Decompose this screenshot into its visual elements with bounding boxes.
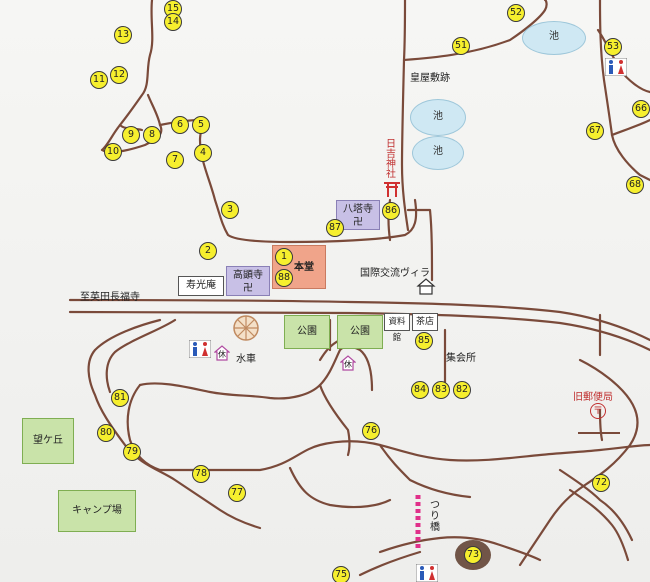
stop-7: 7 [166,151,184,169]
stop-5: 5 [192,116,210,134]
pond-2: 池 [410,99,466,136]
suspension-bridge-label: つり橋 [430,500,440,533]
stop-88: 88 [275,269,293,287]
meeting-hall-label: 集会所 [446,353,476,364]
stop-11: 11 [90,71,108,89]
stop-78: 78 [192,465,210,483]
hattaji-label: 八塔寺 [343,204,373,215]
park-2: 公園 [337,315,383,349]
rest-house-icon: 休 [214,345,230,361]
toilet-icon [189,340,211,358]
stop-73: 73 [464,546,482,564]
stop-67: 67 [586,122,604,140]
stop-52: 52 [507,4,525,22]
kouya-site-label: 皇屋敷跡 [410,73,450,84]
pond-label: 池 [433,111,443,122]
stop-82: 82 [453,381,471,399]
stop-1: 1 [275,248,293,266]
stop-6: 6 [171,116,189,134]
kokenji-label: 高顕寺 [233,270,263,281]
stop-84: 84 [411,381,429,399]
stop-9: 9 [122,126,140,144]
stop-81: 81 [111,389,129,407]
pond-label: 池 [433,146,443,157]
teahouse-label: 茶店 [415,317,434,327]
jukoan-label: 寿光庵 [186,280,216,291]
stop-3: 3 [221,201,239,219]
to-fukuji-label: 至英田長福寺 [80,292,140,303]
stop-66: 66 [632,100,650,118]
campground-area: キャンプ場 [58,490,136,532]
stop-80: 80 [97,424,115,442]
pond-3: 池 [412,136,464,170]
park-label: 公園 [350,326,370,337]
watermill-label: 水車 [236,354,256,365]
stop-10: 10 [104,143,122,161]
hiyoshi-shrine-label: 日吉神社 [386,139,396,180]
stop-2: 2 [199,242,217,260]
archives-box: 資料館 [384,313,410,343]
torii-icon [384,182,400,197]
rest-label: 休 [344,360,352,369]
temple-mark-icon: 卍 [353,217,363,228]
campground-label: キャンプ場 [72,505,122,516]
stop-83: 83 [432,381,450,399]
old-post-office-label: 旧郵便局 [573,392,613,403]
stop-4: 4 [194,144,212,162]
kokenji-temple: 高顕寺 卍 [226,266,270,296]
nozomigaoka-area: 望ケ丘 [22,418,74,464]
stop-87: 87 [326,219,344,237]
park-1: 公園 [284,315,330,349]
stop-79: 79 [123,443,141,461]
rest-house-icon: 休 [340,355,356,371]
stop-68: 68 [626,176,644,194]
rest-label: 休 [218,350,226,359]
toilet-icon [605,58,627,76]
teahouse-box: 茶店 [412,313,438,331]
stop-12: 12 [110,66,128,84]
watermill-icon [233,315,259,341]
pond-label: 池 [549,31,559,42]
post-office-icon: 〒 [590,403,606,419]
temple-mark-icon: 卍 [243,283,253,294]
nozomigaoka-label: 望ケ丘 [33,435,63,446]
stop-53: 53 [604,38,622,56]
toilet-icon [416,564,438,582]
hondo-label: 本堂 [294,262,314,273]
jukoan-box: 寿光庵 [178,276,224,296]
stop-86: 86 [382,202,400,220]
stop-77: 77 [228,484,246,502]
park-label: 公園 [297,326,317,337]
house-icon [416,278,436,295]
stop-72: 72 [592,474,610,492]
stop-76: 76 [362,422,380,440]
stop-75: 75 [332,566,350,582]
stop-85: 85 [415,332,433,350]
stop-14: 14 [164,13,182,31]
stop-8: 8 [143,126,161,144]
stop-51: 51 [452,37,470,55]
stop-13: 13 [114,26,132,44]
archives-label: 資料館 [388,317,406,343]
villa-label: 国際交流ヴィラ [360,268,430,279]
pond-1: 池 [522,21,586,55]
